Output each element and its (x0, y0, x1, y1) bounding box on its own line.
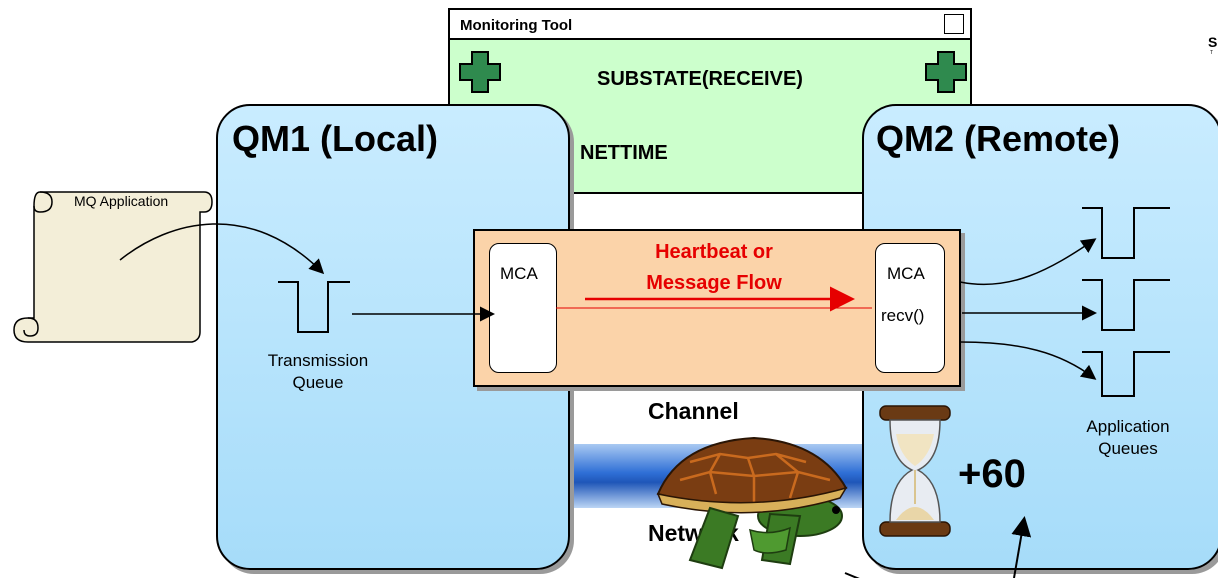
plus-icon-left (459, 51, 501, 93)
hourglass-icon (879, 405, 951, 537)
brand-subtext: T (1210, 50, 1214, 56)
transmission-queue-line2: Queue (292, 373, 344, 392)
arrow-to-plus60 (1011, 516, 1032, 578)
flow-label-line2: Message Flow (646, 272, 782, 294)
arrow-mca-to-queue-1 (959, 238, 1097, 286)
heartbeat-flow-label: Heartbeat or Message Flow (609, 237, 819, 299)
scroll-icon (13, 191, 213, 343)
application-queues-line2: Queues (1098, 439, 1158, 458)
substate-label: SUBSTATE(RECEIVE) (597, 68, 803, 90)
arrow-app-to-queue (119, 223, 325, 275)
mca-receiver-label: MCA (887, 264, 925, 283)
transmission-queue-line1: Transmission (267, 351, 369, 370)
channel-box: MCA MCA recv() Heartbeat or Message Flow (473, 229, 961, 387)
mca-sender: MCA (489, 243, 557, 373)
plus-icon-right (925, 51, 967, 93)
mca-receiver: MCA recv() (875, 243, 945, 373)
monitoring-tool-title: Monitoring Tool (460, 17, 573, 34)
window-maximize-button[interactable] (944, 14, 964, 34)
mca-sender-label: MCA (500, 264, 538, 283)
application-queues-label: Application Queues (1058, 416, 1198, 460)
application-queues-line1: Application (1086, 417, 1170, 436)
mq-application-label: MQ Application (74, 193, 169, 209)
arrow-bottom-partial (844, 572, 860, 578)
turtle-icon (656, 436, 848, 570)
brand-mark: S (1208, 34, 1218, 50)
recv-label: recv() (881, 306, 925, 325)
qm-local-title: QM1 (Local) (232, 118, 439, 159)
monitoring-tool-titlebar: Monitoring Tool (450, 10, 970, 40)
flow-label-line1: Heartbeat or (655, 241, 773, 263)
application-queues-icon (1082, 207, 1170, 397)
channel-label: Channel (648, 398, 739, 424)
transmission-queue-label: Transmission Queue (238, 350, 398, 394)
transmission-queue-icon (278, 281, 350, 333)
nettime-label: NETTIME (580, 142, 668, 164)
timer-increment-label: +60 (958, 452, 1026, 496)
arrow-mca-to-queue-3 (959, 341, 1097, 380)
qm-remote-title: QM2 (Remote) (876, 118, 1121, 159)
